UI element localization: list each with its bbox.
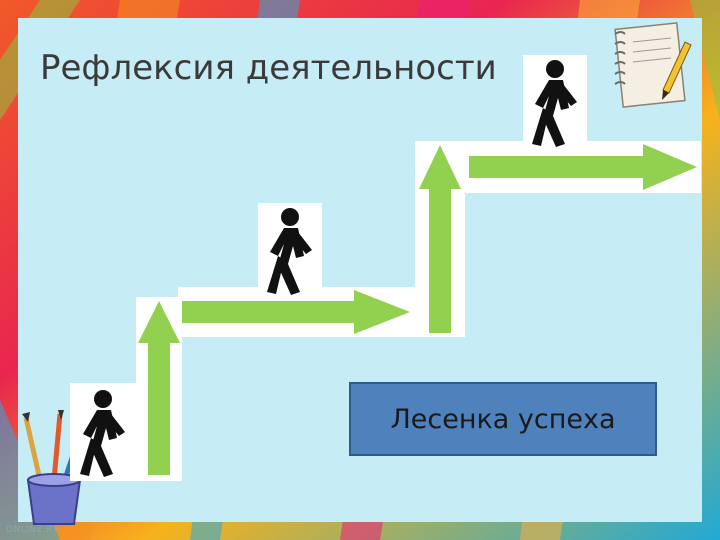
slide-title: Рефлексия деятельности (40, 48, 497, 88)
walking-person-icon (267, 208, 312, 295)
watermark: ONLINE.RU (6, 525, 61, 535)
notebook-pencil-icon (614, 22, 692, 108)
green-arrow-icon (182, 290, 410, 334)
walking-person-icon (80, 390, 125, 477)
green-arrow-icon (138, 301, 180, 475)
caption-text: Лесенка успеха (390, 403, 616, 435)
green-arrow-icon (419, 145, 461, 333)
green-arrow-icon (469, 144, 697, 190)
walking-person-icon (532, 60, 577, 147)
caption-box: Лесенка успеха (349, 382, 657, 456)
